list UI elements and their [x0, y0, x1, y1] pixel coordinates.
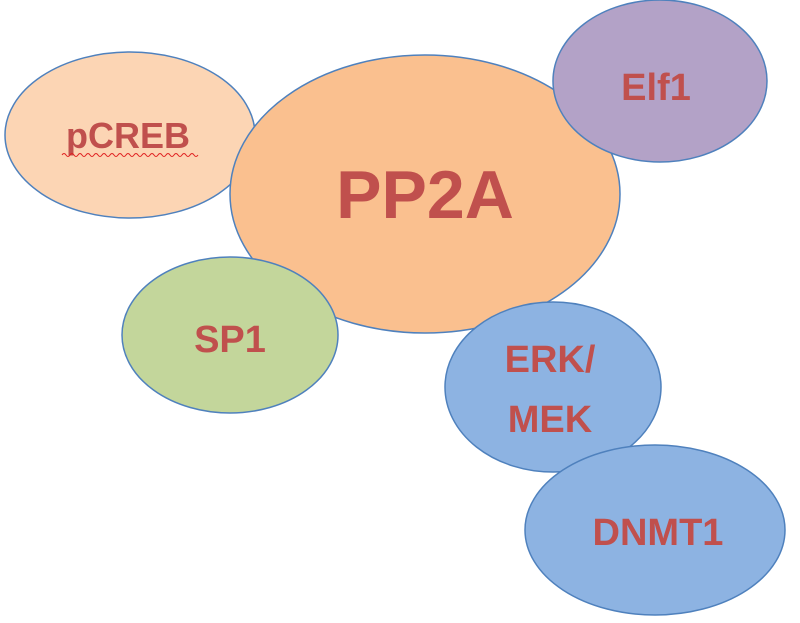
node-elf1: Elf1	[552, 0, 768, 163]
pp2a-ellipse	[229, 54, 621, 334]
sp1-ellipse	[121, 256, 339, 414]
dnmt1-ellipse	[524, 444, 786, 616]
pcreb-label: pCREB	[66, 115, 190, 156]
sp1-label: SP1	[194, 319, 266, 361]
erk-label: ERK/	[505, 339, 596, 381]
node-dnmt1: DNMT1	[524, 444, 786, 616]
pp2a-label: PP2A	[336, 157, 514, 233]
node-sp1: SP1	[121, 256, 339, 414]
elf1-ellipse	[552, 0, 768, 163]
elf1-label: Elf1	[621, 67, 691, 109]
spellcheck-underline	[61, 153, 199, 157]
node-pcreb: pCREB	[4, 51, 256, 219]
dnmt1-label: DNMT1	[593, 512, 724, 554]
node-erk-mek: ERK/ MEK	[444, 301, 662, 473]
mek-label: MEK	[508, 399, 593, 441]
node-pp2a: PP2A	[229, 54, 621, 334]
erk-mek-ellipse	[444, 301, 662, 473]
